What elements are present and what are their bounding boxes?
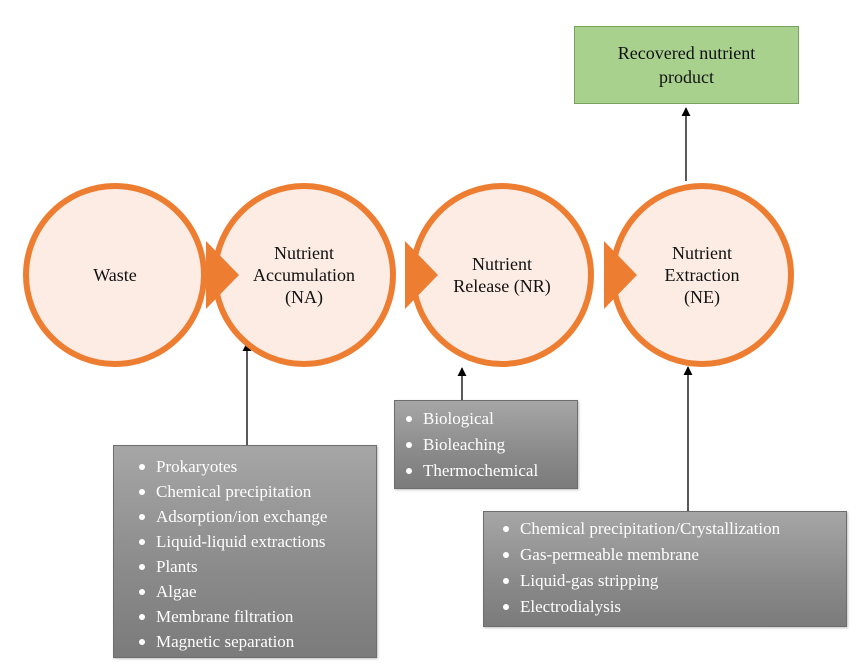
stage-na-circle: Nutrient Accumulation (NA)	[212, 183, 396, 367]
ne-method-item: Electrodialysis	[498, 594, 846, 620]
ne-method-item: Chemical precipitation/Crystallization	[498, 516, 846, 542]
na-method-item: Membrane filtration	[134, 604, 376, 629]
ne-methods-box: Chemical precipitation/Crystallization G…	[483, 511, 847, 627]
stage-nr-circle: Nutrient Release (NR)	[410, 183, 594, 367]
stage-ne-circle: Nutrient Extraction (NE)	[610, 183, 794, 367]
chevron-nr-to-ne	[604, 241, 637, 309]
recovered-product-label: Recovered nutrient product	[617, 43, 756, 87]
ne-method-item: Liquid-gas stripping	[498, 568, 846, 594]
na-methods-list: Prokaryotes Chemical precipitation Adsor…	[134, 454, 376, 654]
na-method-item: Plants	[134, 554, 376, 579]
na-method-item: Magnetic separation	[134, 629, 376, 654]
stage-na-label: Nutrient Accumulation (NA)	[253, 243, 355, 307]
stage-ne-label: Nutrient Extraction (NE)	[664, 243, 740, 307]
stage-nr-label: Nutrient Release (NR)	[453, 254, 551, 296]
na-method-item: Algae	[134, 579, 376, 604]
nr-method-item: Thermochemical	[401, 458, 577, 484]
nr-method-item: Bioleaching	[401, 432, 577, 458]
ne-methods-list: Chemical precipitation/Crystallization G…	[498, 516, 846, 620]
chevron-waste-to-na	[206, 241, 239, 309]
stage-waste-label: Waste	[93, 265, 137, 285]
na-methods-box: Prokaryotes Chemical precipitation Adsor…	[113, 445, 377, 658]
recovered-product-box: Recovered nutrient product	[574, 26, 799, 104]
na-method-item: Liquid-liquid extractions	[134, 529, 376, 554]
na-method-item: Adsorption/ion exchange	[134, 504, 376, 529]
na-method-item: Chemical precipitation	[134, 479, 376, 504]
nr-methods-list: Biological Bioleaching Thermochemical	[401, 406, 577, 484]
chevron-na-to-nr	[405, 241, 438, 309]
nr-methods-box: Biological Bioleaching Thermochemical	[394, 400, 578, 489]
stage-waste-circle: Waste	[23, 183, 207, 367]
nr-method-item: Biological	[401, 406, 577, 432]
ne-method-item: Gas-permeable membrane	[498, 542, 846, 568]
na-method-item: Prokaryotes	[134, 454, 376, 479]
